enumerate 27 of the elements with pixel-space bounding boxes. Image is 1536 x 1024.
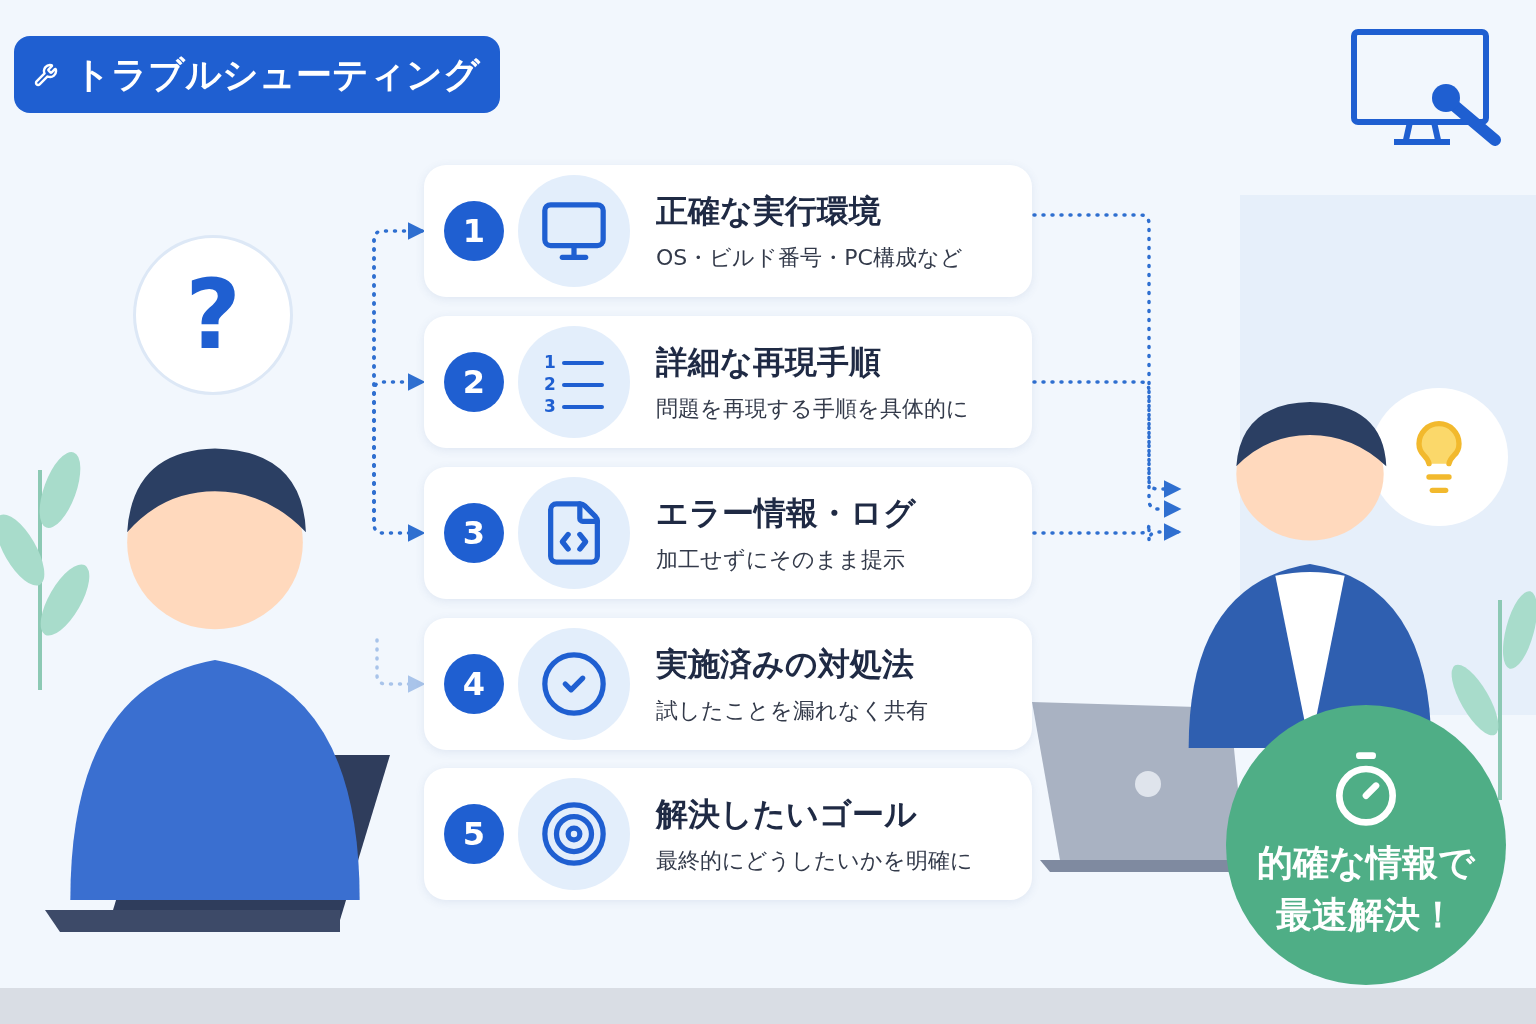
card-heading: 解決したいゴール (656, 794, 917, 835)
number-badge: 3 (444, 503, 504, 563)
card-description: OS・ビルド番号・PC構成など (656, 244, 963, 272)
question-mark: ? (185, 267, 241, 363)
card-description: 問題を再現する手順を具体的に (656, 395, 969, 423)
card-heading: エラー情報・ログ (656, 493, 916, 534)
card-heading: 詳細な再現手順 (656, 342, 881, 383)
card-description: 試したことを漏れなく共有 (656, 697, 928, 725)
dotted-arrow (1032, 522, 1182, 543)
info-card (424, 165, 1032, 297)
title-text: トラブルシューティング (74, 52, 480, 97)
info-card (424, 316, 1032, 448)
card-heading: 実施済みの対処法 (656, 644, 914, 685)
dotted-arrow (1032, 380, 1182, 518)
info-card (424, 768, 1032, 900)
result-text: 的確な情報で最速解決！ (1256, 840, 1476, 937)
info-card (424, 467, 1032, 599)
number-badge: 5 (444, 804, 504, 864)
card-description: 加工せずにそのまま提示 (656, 546, 905, 574)
dotted-arrow (375, 638, 426, 693)
card-heading: 正確な実行環境 (656, 191, 881, 232)
number-badge: 1 (444, 201, 504, 261)
dotted-arrow (1032, 213, 1182, 498)
card-description: 最終的にどうしたいかを明確に (656, 847, 973, 875)
number-badge: 4 (444, 654, 504, 714)
info-card (424, 618, 1032, 750)
number-badge: 2 (444, 352, 504, 412)
